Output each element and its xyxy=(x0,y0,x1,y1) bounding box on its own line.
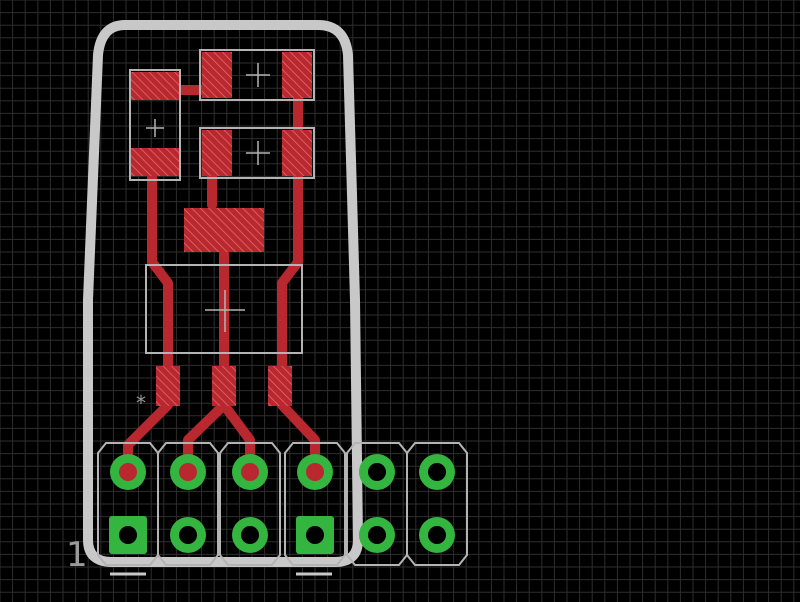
header-drill-hole xyxy=(306,463,324,481)
package-outline xyxy=(129,69,181,181)
smd-component-c1[interactable] xyxy=(199,49,315,101)
package-outline xyxy=(199,49,315,101)
header-drill-hole xyxy=(368,526,386,544)
package-outline xyxy=(145,264,303,354)
pin1-label: 1 xyxy=(66,535,88,575)
smd-component-c3[interactable] xyxy=(129,69,181,181)
header-drill-hole xyxy=(241,463,259,481)
header-drill-hole xyxy=(119,526,137,544)
origin-cross-icon xyxy=(205,290,245,332)
package-outline xyxy=(199,127,315,179)
board-outline[interactable] xyxy=(83,20,363,567)
smd-component-c2[interactable] xyxy=(199,127,315,179)
trace-right-vertical[interactable] xyxy=(277,85,320,475)
header-drill-hole xyxy=(241,526,259,544)
header-column-outline xyxy=(97,442,159,566)
smd-pad-pin1[interactable] xyxy=(156,366,180,406)
smd-pad-pin2[interactable] xyxy=(212,366,236,406)
smd-pad[interactable] xyxy=(130,148,180,176)
origin-cross-icon xyxy=(246,141,270,165)
header-column-outline xyxy=(219,442,281,566)
origin-cross-icon xyxy=(146,119,164,137)
smd-pad[interactable] xyxy=(202,130,232,176)
header-column-outline xyxy=(346,442,408,566)
header-column-outline xyxy=(157,442,219,566)
header-drill-hole xyxy=(179,463,197,481)
header-column-outline xyxy=(284,442,346,566)
header-drill-hole xyxy=(306,526,324,544)
smd-pad[interactable] xyxy=(202,52,232,98)
smd-pad[interactable] xyxy=(282,52,312,98)
smd-pad-pin3[interactable] xyxy=(268,366,292,406)
header-column-outline xyxy=(406,442,468,566)
header-drill-hole xyxy=(428,526,446,544)
pin-header[interactable] xyxy=(97,442,468,566)
trace-left-vertical[interactable] xyxy=(123,165,173,475)
header-drill-hole xyxy=(428,463,446,481)
smd-pad-tab[interactable] xyxy=(184,208,264,252)
header-drill-hole xyxy=(179,526,197,544)
origin-cross-icon xyxy=(246,63,270,87)
smd-pad[interactable] xyxy=(130,72,180,100)
smd-pad[interactable] xyxy=(282,130,312,176)
pin1-marker: * xyxy=(136,391,146,415)
header-drill-hole xyxy=(368,463,386,481)
ic-package-u1[interactable] xyxy=(145,264,303,354)
header-drill-hole xyxy=(119,463,137,481)
